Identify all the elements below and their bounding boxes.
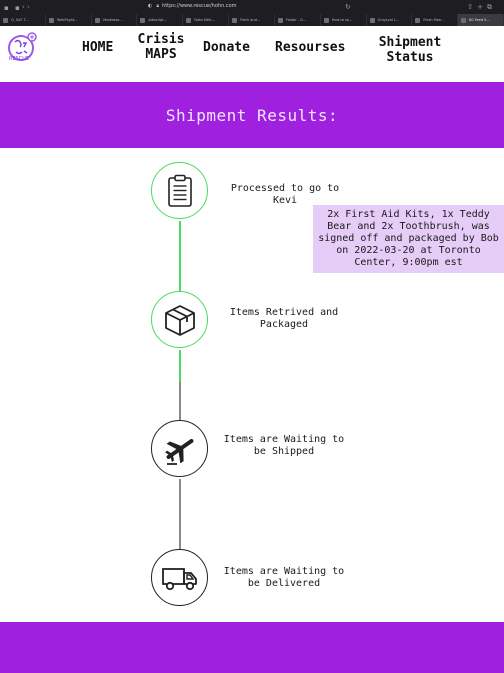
timeline-connector	[179, 479, 181, 549]
browser-tab-active[interactable]: 80 Feed S...	[458, 14, 504, 26]
nav-crisis-line1: Crisis	[137, 32, 185, 47]
favicon-icon	[369, 17, 375, 23]
favicon-icon	[94, 17, 100, 23]
step-waiting-shipped[interactable]	[151, 420, 208, 477]
clipboard-icon	[167, 174, 192, 207]
site-header: RESCUE HOME Crisis MAPS Donate Resourses…	[0, 26, 504, 82]
results-banner: Shipment Results:	[0, 82, 504, 148]
browser-tab[interactable]: How to se...	[321, 14, 367, 26]
history-arrows[interactable]: ‹ ›	[22, 3, 30, 11]
window-controls[interactable]: ▪ ▪	[4, 4, 22, 12]
step-processed[interactable]	[151, 162, 208, 219]
rescue-logo[interactable]	[6, 30, 40, 68]
lock-icon: 🔒︎	[156, 3, 160, 9]
favicon-icon	[3, 17, 8, 23]
browser-tab[interactable]: WebFlight...	[46, 14, 92, 26]
favicon-icon	[323, 17, 329, 23]
nav-shipment-line1: Shipment	[378, 35, 442, 50]
browser-tab[interactable]: Flock and...	[229, 14, 275, 26]
address-bar[interactable]: ◐🔒︎https://www.rescue/hohn.com	[148, 3, 237, 9]
site-footer	[0, 622, 504, 673]
browser-tab[interactable]: Vendesse...	[92, 14, 138, 26]
nav-crisis-maps[interactable]: Crisis MAPS	[134, 32, 188, 62]
package-icon	[164, 304, 195, 336]
favicon-icon	[140, 17, 146, 23]
browser-tab[interactable]: Fresh Mee...	[412, 14, 459, 26]
browser-tab[interactable]: Grayscal L...	[367, 14, 413, 26]
step-label: Items Retrived and Packaged	[229, 307, 339, 330]
browser-actions[interactable]: ⇧+⧉	[467, 3, 496, 11]
favicon-icon	[232, 17, 238, 23]
favicon-icon	[277, 17, 283, 23]
address-url: https://www.rescue/hohn.com	[162, 3, 237, 9]
shield-icon: ◐	[148, 3, 153, 9]
page-title: Shipment Results:	[165, 105, 339, 125]
shipment-details-tooltip: 2x First Aid Kits, 1x Teddy Bear and 2x …	[313, 205, 504, 273]
step-label: Items are Waiting to be Delivered	[223, 566, 345, 589]
logo-text: RESCUE	[9, 56, 30, 62]
nav-resources[interactable]: Resourses	[275, 40, 346, 55]
timeline-connector	[179, 382, 181, 420]
step-packaged[interactable]	[151, 291, 208, 348]
favicon-icon	[415, 17, 421, 23]
favicon-icon	[186, 17, 192, 23]
favicon-icon	[461, 17, 467, 23]
nav-shipment-line2: Status	[386, 50, 434, 65]
timeline-connector	[179, 350, 181, 382]
browser-tab[interactable]: Jobscript...	[137, 14, 184, 26]
nav-shipment-status[interactable]: Shipment Status	[372, 35, 448, 65]
browser-tabs: Q, NLF T... WebFlight... Vendesse... Job…	[0, 14, 504, 26]
truck-icon	[161, 567, 197, 590]
nav-home[interactable]: HOME	[82, 40, 114, 55]
timeline-connector	[179, 221, 181, 291]
favicon-icon	[48, 17, 54, 23]
airplane-icon	[164, 438, 193, 465]
step-label: Items are Waiting to be Shipped	[223, 434, 345, 457]
reload-icon[interactable]: ↻	[345, 3, 351, 11]
step-waiting-delivered[interactable]	[151, 549, 208, 606]
step-label: Processed to go to Kevi	[230, 183, 340, 206]
browser-tab[interactable]: Data Editi...	[183, 14, 230, 26]
browser-tab[interactable]: Q, NLF T...	[0, 14, 46, 26]
browser-tab[interactable]: Folder - G...	[275, 14, 321, 26]
nav-crisis-line2: MAPS	[145, 47, 177, 62]
nav-donate[interactable]: Donate	[203, 40, 250, 55]
browser-toolbar: ▪ ▪ ‹ › ◐🔒︎https://www.rescue/hohn.com ↻…	[0, 0, 504, 26]
